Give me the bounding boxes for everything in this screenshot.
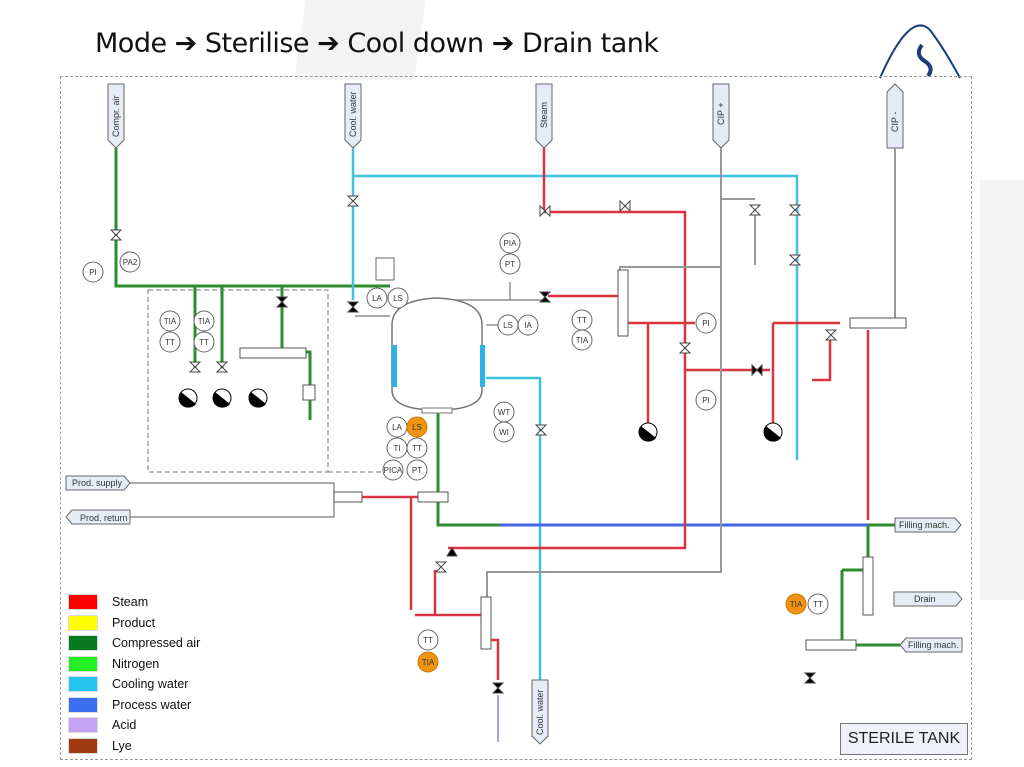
svg-text:PT: PT xyxy=(505,260,515,269)
diagram-label: STERILE TANK xyxy=(840,723,968,755)
valve-icons xyxy=(109,195,838,694)
legend-swatch xyxy=(68,676,98,693)
legend-item-lye: Lye xyxy=(68,736,200,757)
pump-icons xyxy=(178,388,783,442)
legend-swatch xyxy=(68,635,98,652)
svg-text:TT: TT xyxy=(813,600,823,609)
compressed-air-lines xyxy=(114,148,900,647)
title-step-sterilise: Sterilise xyxy=(204,28,310,59)
title-step-mode: Mode xyxy=(95,28,167,59)
tag-prod-supply: Prod. supply xyxy=(65,475,131,491)
svg-text:Cool. water: Cool. water xyxy=(348,91,358,137)
legend-item-acid: Acid xyxy=(68,715,200,736)
page-title: Mode ➔ Sterilise ➔ Cool down ➔ Drain tan… xyxy=(95,28,659,59)
svg-text:Prod. supply: Prod. supply xyxy=(72,478,123,488)
svg-text:CIP -: CIP - xyxy=(890,112,900,132)
diagram-frame xyxy=(60,76,972,760)
svg-text:TT: TT xyxy=(199,338,209,347)
svg-text:Steam: Steam xyxy=(539,102,549,128)
alarm-bubbles xyxy=(406,416,807,673)
legend-item-process-water: Process water xyxy=(68,695,200,716)
svg-text:LS: LS xyxy=(412,423,422,432)
valve-block-icons xyxy=(239,269,907,651)
arrow-icon: ➔ xyxy=(174,28,198,59)
legend-item-steam: Steam xyxy=(68,592,200,613)
legend-item-product: Product xyxy=(68,613,200,634)
legend-swatch xyxy=(68,655,98,672)
tag-cip-plus: CIP + xyxy=(712,83,730,149)
sterile-tank-vessel xyxy=(375,257,485,414)
svg-text:TT: TT xyxy=(423,636,433,645)
tag-drain: Drain xyxy=(893,591,963,607)
svg-text:Drain: Drain xyxy=(914,594,936,604)
svg-text:TI: TI xyxy=(393,444,400,453)
tag-cool-water-bottom: Cool. water xyxy=(531,679,549,745)
svg-text:PIA: PIA xyxy=(504,239,518,248)
arrow-icon: ➔ xyxy=(317,28,340,59)
svg-text:LA: LA xyxy=(372,294,382,303)
svg-text:PI: PI xyxy=(702,319,710,328)
svg-text:WT: WT xyxy=(498,408,511,417)
svg-text:TIA: TIA xyxy=(422,658,435,667)
steam-lines xyxy=(348,148,870,680)
background-shape xyxy=(980,180,1024,600)
svg-text:TT: TT xyxy=(577,316,587,325)
svg-text:Filling mach.: Filling mach. xyxy=(899,520,950,530)
svg-text:TT: TT xyxy=(165,338,175,347)
svg-text:PI: PI xyxy=(702,396,710,405)
svg-text:LS: LS xyxy=(503,321,513,330)
svg-text:LA: LA xyxy=(392,423,402,432)
svg-text:Compr. air: Compr. air xyxy=(111,95,121,137)
svg-text:TIA: TIA xyxy=(790,600,803,609)
svg-text:LS: LS xyxy=(393,294,403,303)
svg-text:Cool. water: Cool. water xyxy=(535,689,545,735)
legend-item-cooling-water: Cooling water xyxy=(68,674,200,695)
tag-steam: Steam xyxy=(535,83,553,149)
title-step-cool-down: Cool down xyxy=(347,28,484,59)
svg-text:CIP +: CIP + xyxy=(716,102,726,125)
svg-text:PICA: PICA xyxy=(384,466,403,475)
svg-text:PT: PT xyxy=(412,466,422,475)
svg-text:PI: PI xyxy=(89,268,97,277)
legend: Steam Product Compressed air Nitrogen Co… xyxy=(68,592,200,756)
instrument-bubbles xyxy=(82,232,829,651)
tag-filling-mach-2: Filling mach. xyxy=(899,637,963,653)
air-subsystem-box xyxy=(147,289,329,473)
cip-lines xyxy=(486,148,896,615)
tag-cip-minus: CIP - xyxy=(886,83,904,149)
svg-text:TT: TT xyxy=(412,444,422,453)
legend-swatch xyxy=(68,594,98,611)
svg-text:Filling mach.: Filling mach. xyxy=(908,640,959,650)
arrow-icon: ➔ xyxy=(491,28,515,59)
legend-swatch xyxy=(68,614,98,631)
legend-item-nitrogen: Nitrogen xyxy=(68,654,200,675)
svg-text:WI: WI xyxy=(499,428,509,437)
cooling-water-lines xyxy=(351,148,799,720)
svg-text:TIA: TIA xyxy=(164,317,177,326)
svg-text:IA: IA xyxy=(524,321,532,330)
company-logo xyxy=(879,24,961,79)
legend-swatch xyxy=(68,717,98,734)
svg-text:Prod. return: Prod. return xyxy=(80,513,128,523)
svg-text:PA2: PA2 xyxy=(123,258,138,267)
svg-text:TIA: TIA xyxy=(198,317,211,326)
legend-swatch xyxy=(68,696,98,713)
legend-item-compressed-air: Compressed air xyxy=(68,633,200,654)
title-step-drain-tank: Drain tank xyxy=(521,28,659,59)
tag-compr-air: Compr. air xyxy=(107,83,125,149)
tag-filling-mach-1: Filling mach. xyxy=(894,517,962,533)
legend-swatch xyxy=(68,737,98,754)
svg-text:TIA: TIA xyxy=(576,336,589,345)
tag-cool-water-top: Cool. water xyxy=(344,83,362,149)
tag-prod-return: Prod. return xyxy=(65,509,131,525)
